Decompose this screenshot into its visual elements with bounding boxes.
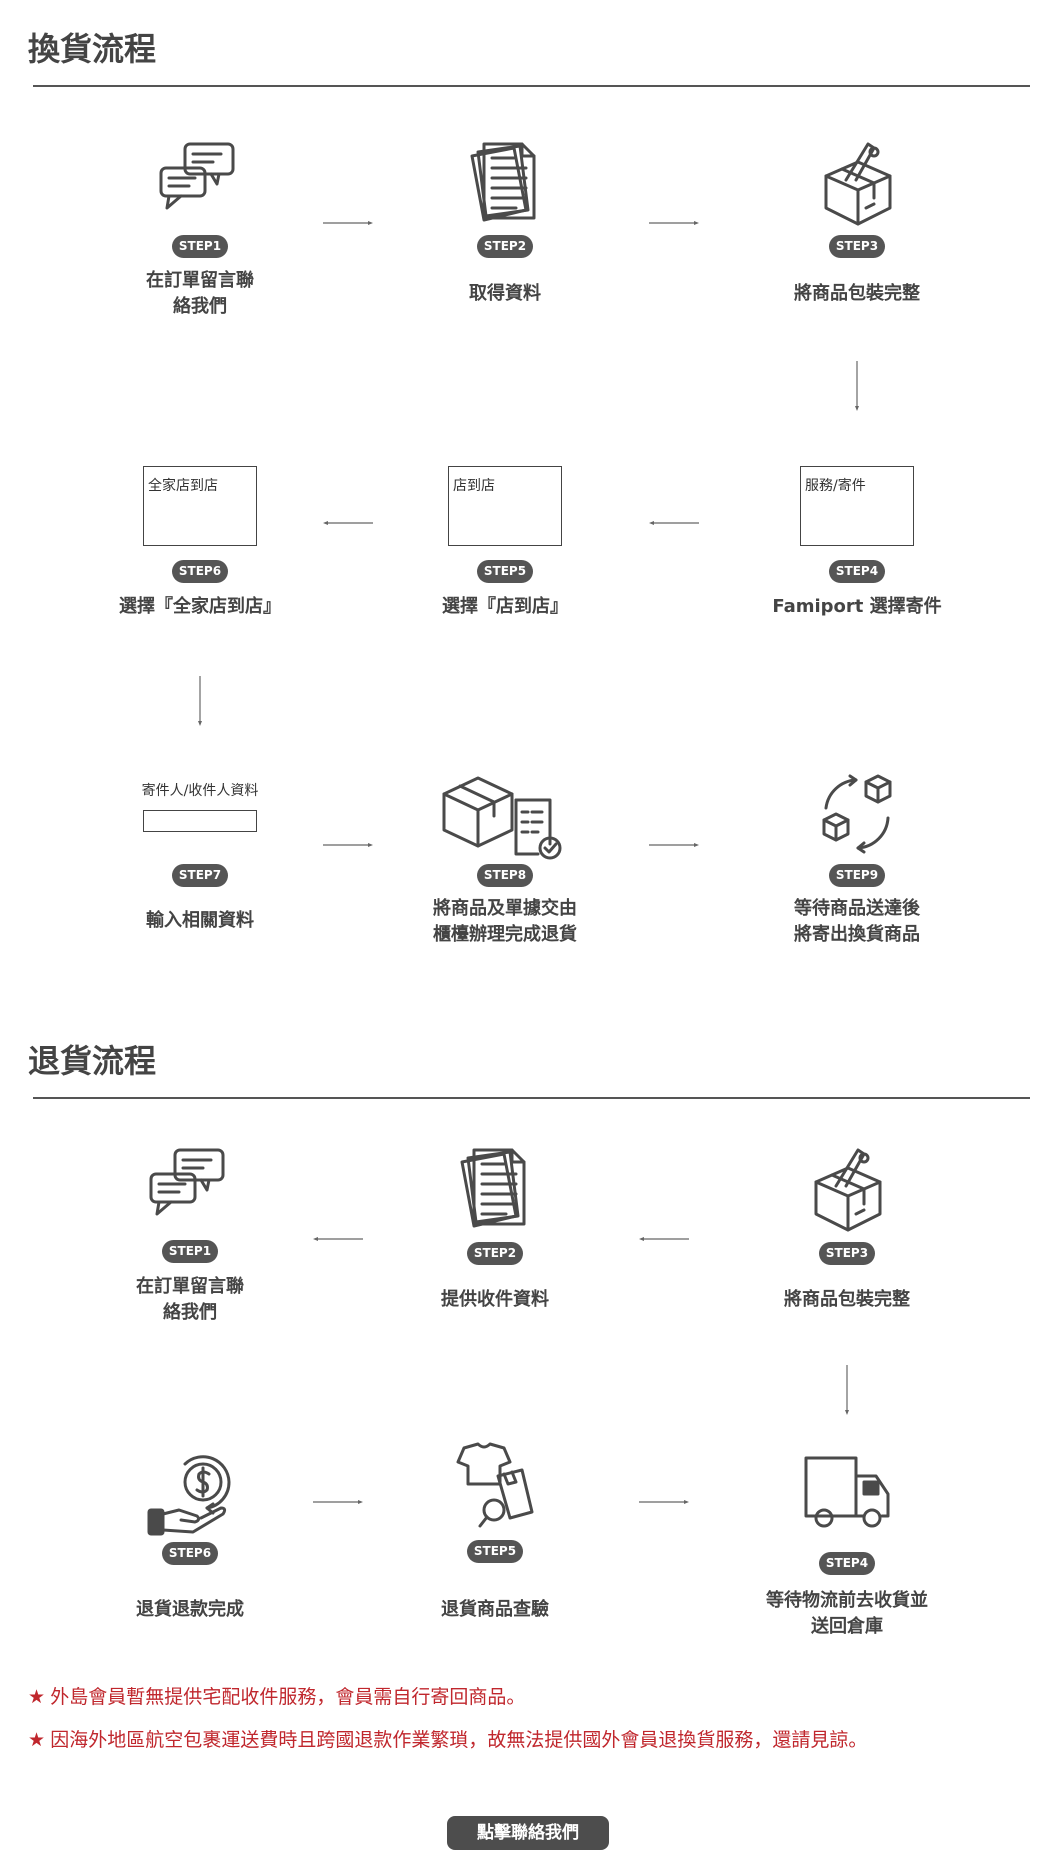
step-label: 在訂單留言聯 絡我們 <box>146 270 254 317</box>
step-badge: STEP2 <box>477 235 533 258</box>
step-label: 將商品包裝完整 <box>784 1289 910 1310</box>
flow-arrow-right <box>323 219 373 227</box>
flow-arrow-right <box>649 219 699 227</box>
famiport-screen: 店到店 <box>448 466 562 546</box>
documents-icon <box>460 138 550 228</box>
flow-arrow-right <box>323 841 373 849</box>
step-badge: STEP1 <box>172 235 228 258</box>
flow-arrow-right <box>649 841 699 849</box>
return-section-title: 退貨流程 <box>28 1042 157 1080</box>
step-label: 退貨退款完成 <box>136 1599 244 1620</box>
screen-text: 店到店 <box>453 478 495 494</box>
flow-arrow-right <box>313 1498 363 1506</box>
note-outlying-islands: ★ 外島會員暫無提供宅配收件服務，會員需自行寄回商品。 <box>28 1687 526 1708</box>
step-badge: STEP4 <box>819 1552 875 1575</box>
step-badge: STEP4 <box>829 560 885 583</box>
exchange-divider <box>33 85 1030 87</box>
step-label: Famiport 選擇寄件 <box>772 596 942 617</box>
step-badge: STEP6 <box>162 1542 218 1565</box>
contact-us-button[interactable]: 點擊聯絡我們 <box>447 1816 609 1850</box>
exchange-cycle-icon <box>812 770 902 860</box>
screen-text: 全家店到店 <box>148 478 218 494</box>
step-label: 輸入相關資料 <box>146 910 254 931</box>
exchange-section-title: 換貨流程 <box>28 30 157 68</box>
truck-icon <box>802 1450 892 1540</box>
note-overseas: ★ 因海外地區航空包裹運送費時且跨國退款作業繁瑣，故無法提供國外會員退換貨服務，… <box>28 1730 868 1751</box>
screen-text: 服務/寄件 <box>805 478 866 494</box>
step-label: 提供收件資料 <box>441 1289 549 1310</box>
flow-arrow-down <box>196 676 204 726</box>
step-badge: STEP6 <box>172 560 228 583</box>
return-divider <box>33 1097 1030 1099</box>
step-label: 等待商品送達後 將寄出換貨商品 <box>794 898 920 945</box>
famiport-screen: 服務/寄件 <box>800 466 914 546</box>
step-label: 退貨商品查驗 <box>441 1599 549 1620</box>
documents-icon <box>450 1144 540 1234</box>
step-badge: STEP9 <box>829 864 885 887</box>
flow-arrow-left <box>323 519 373 527</box>
step-badge: STEP8 <box>477 864 533 887</box>
flow-arrow-left <box>313 1235 363 1243</box>
step-label: 將商品及單據交由 櫃檯辦理完成退貨 <box>433 898 577 945</box>
refund-hand-icon <box>145 1450 235 1540</box>
famiport-screen: 全家店到店 <box>143 466 257 546</box>
flow-arrow-right <box>639 1498 689 1506</box>
info-input-box <box>143 810 257 832</box>
box-receipt-icon <box>438 770 572 860</box>
clothes-inspect-icon <box>450 1440 540 1530</box>
step-badge: STEP3 <box>829 235 885 258</box>
chat-bubbles-icon <box>145 1144 235 1234</box>
step-label: 將商品包裝完整 <box>794 283 920 304</box>
flow-arrow-left <box>639 1235 689 1243</box>
step-label: 等待物流前去收貨並 送回倉庫 <box>766 1590 928 1637</box>
package-tape-icon <box>802 1144 892 1234</box>
package-tape-icon <box>812 138 902 228</box>
step-label: 取得資料 <box>469 283 541 304</box>
step-badge: STEP2 <box>467 1242 523 1265</box>
step-label: 在訂單留言聯 絡我們 <box>136 1276 244 1323</box>
step-badge: STEP5 <box>477 560 533 583</box>
flow-arrow-down <box>853 361 861 411</box>
step-badge: STEP5 <box>467 1540 523 1563</box>
step-badge: STEP1 <box>162 1240 218 1263</box>
step-label: 選擇『全家店到店』 <box>119 596 281 617</box>
chat-bubbles-icon <box>155 138 245 228</box>
flow-arrow-down <box>843 1365 851 1415</box>
step-badge: STEP7 <box>172 864 228 887</box>
input-caption: 寄件人/收件人資料 <box>141 783 259 799</box>
flow-arrow-left <box>649 519 699 527</box>
step-badge: STEP3 <box>819 1242 875 1265</box>
step-label: 選擇『店到店』 <box>442 596 568 617</box>
